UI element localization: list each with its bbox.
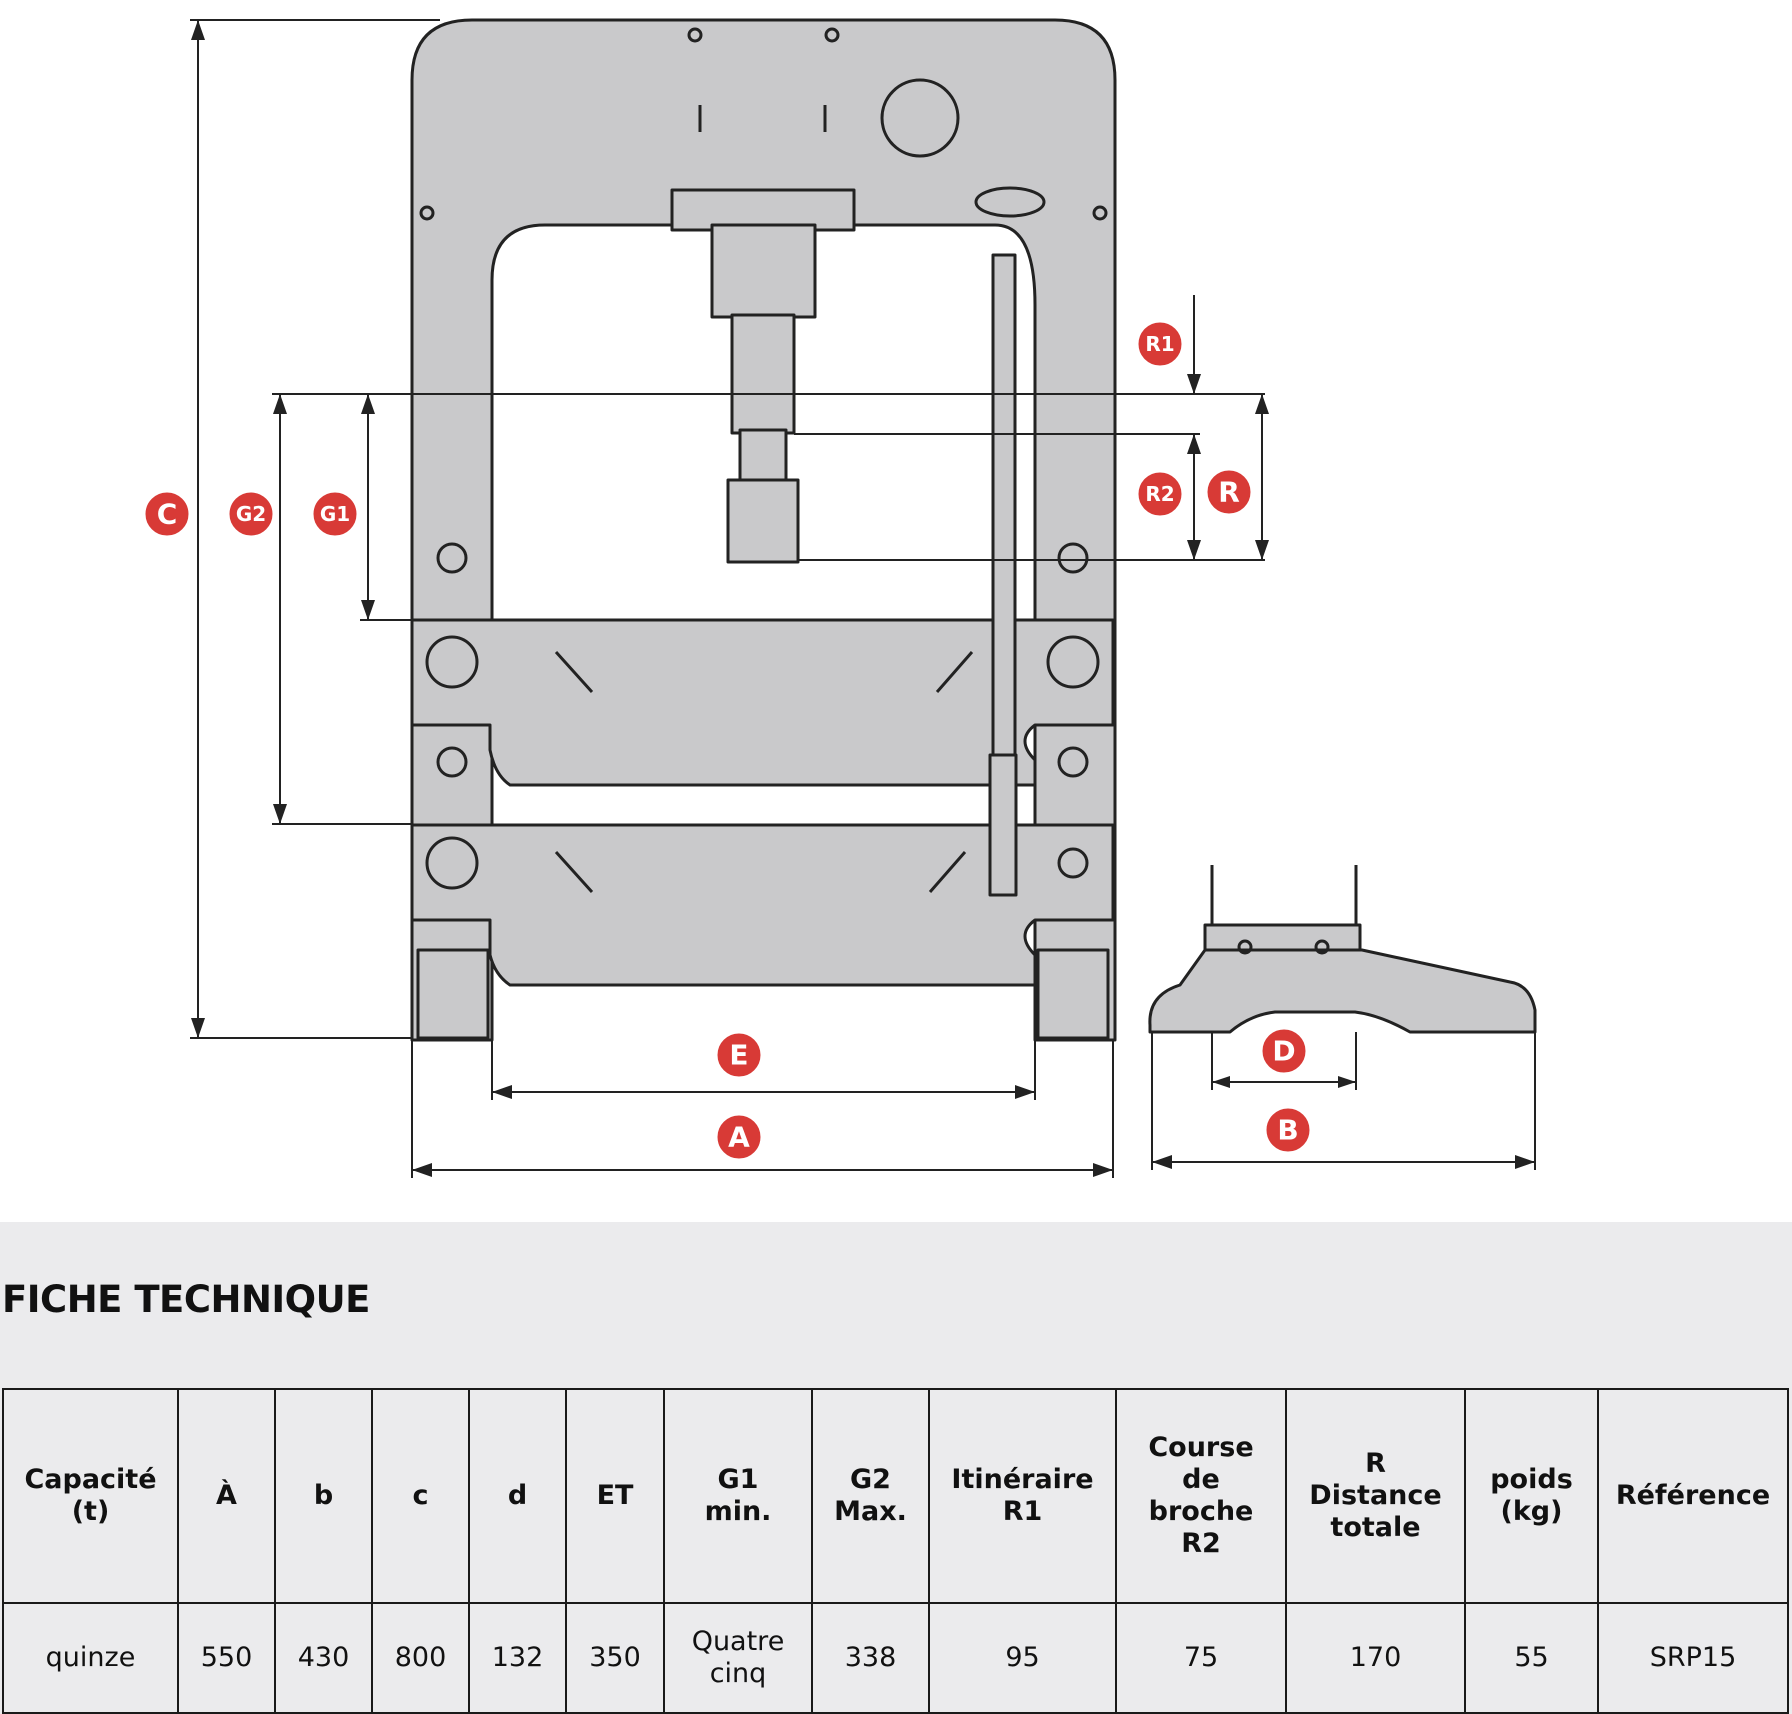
hydraulic-press-diagram: C G2 G1 R1 R2 R E A D B bbox=[142, 18, 1537, 1178]
dimension-badge-r: R bbox=[1204, 467, 1254, 517]
header-r1: Itinéraire R1 bbox=[928, 1388, 1117, 1604]
header-reference: Référence bbox=[1597, 1388, 1789, 1604]
header-b: b bbox=[274, 1388, 373, 1604]
dimension-badge-r1: R1 bbox=[1135, 319, 1185, 369]
ram-thread bbox=[738, 428, 788, 484]
svg-text:A: A bbox=[728, 1121, 750, 1154]
header-r: R Distance totale bbox=[1285, 1388, 1466, 1604]
svg-text:E: E bbox=[729, 1039, 748, 1072]
pump-knob bbox=[974, 186, 1046, 218]
dimension-badge-g2: G2 bbox=[226, 489, 276, 539]
svg-text:R1: R1 bbox=[1145, 332, 1174, 356]
cell-r2: 75 bbox=[1115, 1602, 1287, 1714]
table-row: quinze 550 430 800 132 350 Quatre cinq 3… bbox=[2, 1602, 1789, 1714]
cell-r: 170 bbox=[1285, 1602, 1466, 1714]
cell-c: 800 bbox=[371, 1602, 470, 1714]
svg-text:G2: G2 bbox=[236, 502, 266, 526]
right-foot bbox=[1036, 948, 1110, 1040]
dimension-badge-e: E bbox=[714, 1030, 764, 1080]
dimension-badge-d: D bbox=[1259, 1026, 1309, 1076]
lower-bolster bbox=[410, 823, 1115, 987]
cell-capacite: quinze bbox=[2, 1602, 179, 1714]
table-header-row: Capacité (t) À b c d ET G1 min. G2 Max. … bbox=[2, 1388, 1789, 1604]
cylinder-plate bbox=[670, 188, 856, 232]
cell-g2: 338 bbox=[811, 1602, 930, 1714]
svg-text:R: R bbox=[1218, 476, 1240, 509]
section-title: FICHE TECHNIQUE bbox=[2, 1278, 370, 1321]
upper-bolster bbox=[410, 618, 1115, 787]
cell-g1: Quatre cinq bbox=[663, 1602, 813, 1714]
header-g2: G2 Max. bbox=[811, 1388, 930, 1604]
cell-d: 132 bbox=[468, 1602, 567, 1714]
dimension-badge-b: B bbox=[1263, 1105, 1313, 1155]
left-foot bbox=[416, 948, 490, 1040]
cell-r1: 95 bbox=[928, 1602, 1117, 1714]
ram bbox=[730, 313, 796, 435]
header-capacite: Capacité (t) bbox=[2, 1388, 179, 1604]
header-c: c bbox=[371, 1388, 470, 1604]
cell-poids: 55 bbox=[1464, 1602, 1599, 1714]
svg-text:B: B bbox=[1277, 1114, 1298, 1147]
header-et: ET bbox=[565, 1388, 665, 1604]
header-poids: poids (kg) bbox=[1464, 1388, 1599, 1604]
header-r2: Course de broche R2 bbox=[1115, 1388, 1287, 1604]
pump-grip bbox=[988, 753, 1018, 897]
header-g1: G1 min. bbox=[663, 1388, 813, 1604]
ram-head bbox=[726, 478, 800, 564]
header-d: d bbox=[468, 1388, 567, 1604]
cell-b: 430 bbox=[274, 1602, 373, 1714]
spec-table: Capacité (t) À b c d ET G1 min. G2 Max. … bbox=[2, 1388, 1789, 1714]
dimension-badge-c: C bbox=[142, 489, 192, 539]
svg-text:D: D bbox=[1272, 1035, 1295, 1068]
cell-reference: SRP15 bbox=[1597, 1602, 1789, 1714]
svg-text:G1: G1 bbox=[320, 502, 350, 526]
svg-text:R2: R2 bbox=[1145, 482, 1174, 506]
svg-text:C: C bbox=[157, 498, 178, 531]
dimension-badge-a: A bbox=[714, 1112, 764, 1162]
cylinder-body bbox=[710, 223, 817, 319]
press-diagram-panel: C G2 G1 R1 R2 R E A D B bbox=[0, 0, 1792, 1222]
dimension-badge-r2: R2 bbox=[1135, 469, 1185, 519]
dimension-badge-g1: G1 bbox=[310, 489, 360, 539]
base-side-view bbox=[1148, 923, 1537, 1034]
header-a: À bbox=[177, 1388, 276, 1604]
cell-et: 350 bbox=[565, 1602, 665, 1714]
cell-a: 550 bbox=[177, 1602, 276, 1714]
